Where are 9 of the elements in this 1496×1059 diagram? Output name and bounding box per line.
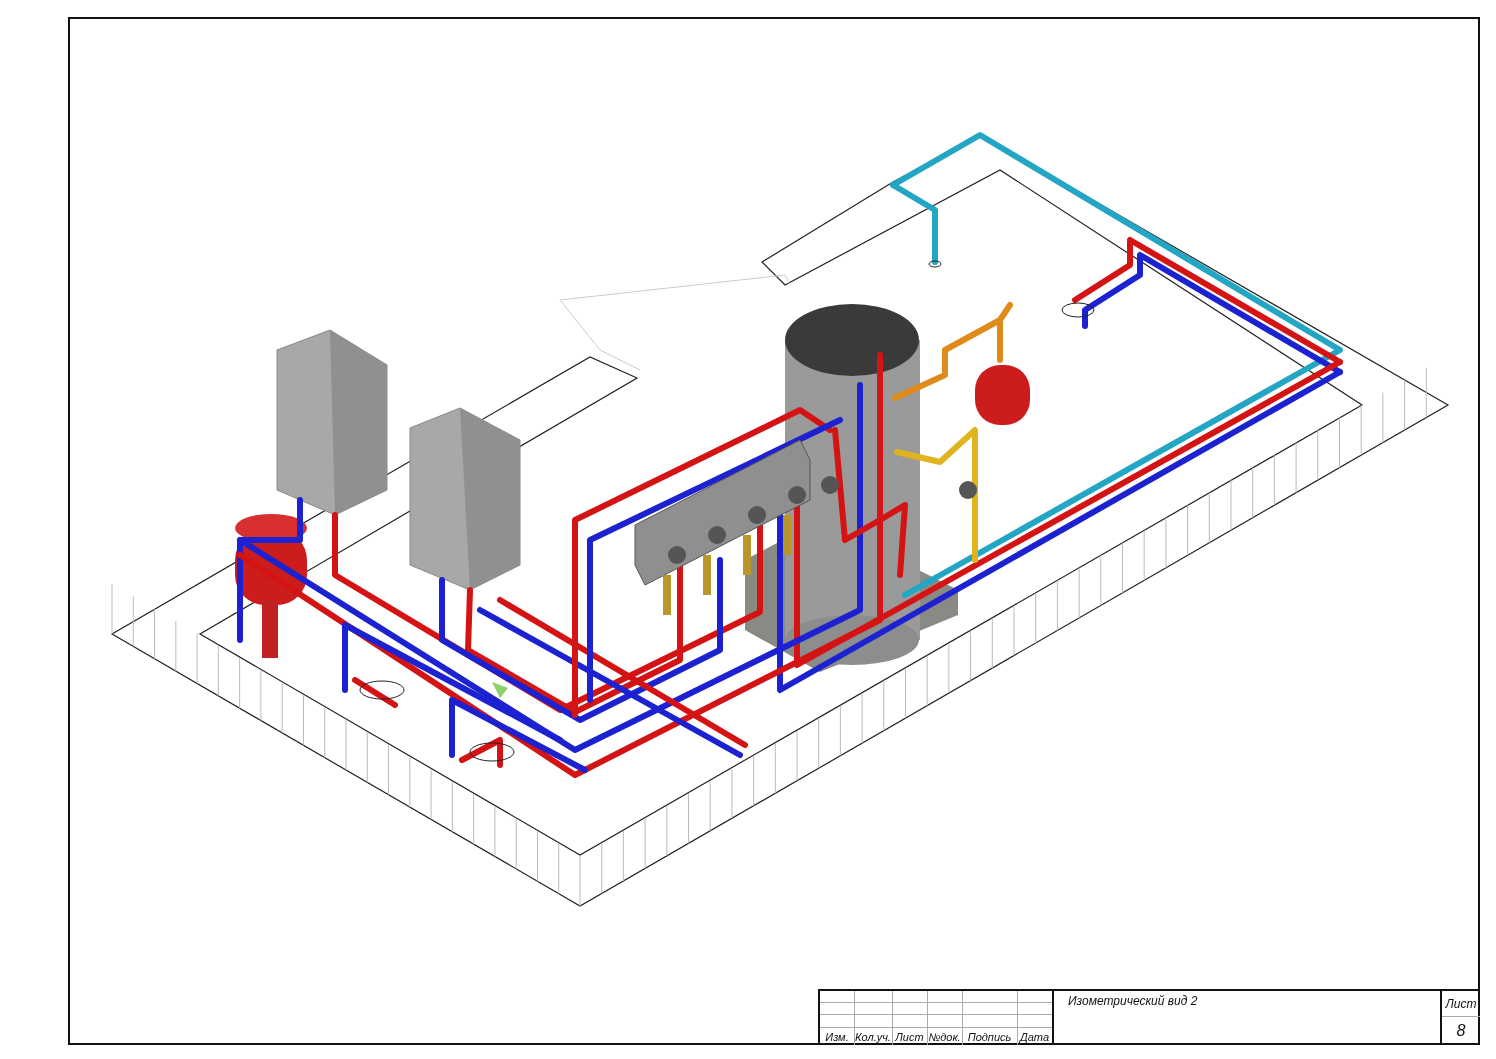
- column-header: Дата: [1018, 1029, 1050, 1045]
- column-header: Подпись: [966, 1029, 1013, 1045]
- column-header: Кол.уч.: [854, 1029, 892, 1045]
- column-header: Изм.: [824, 1029, 850, 1045]
- sheet-title: Изометрический вид 2: [1067, 993, 1199, 1010]
- column-header: Лист: [893, 1029, 925, 1045]
- sheet-label: Лист: [1444, 995, 1478, 1013]
- column-header: №док.: [927, 1029, 962, 1045]
- sheet-number: 8: [1455, 1021, 1467, 1041]
